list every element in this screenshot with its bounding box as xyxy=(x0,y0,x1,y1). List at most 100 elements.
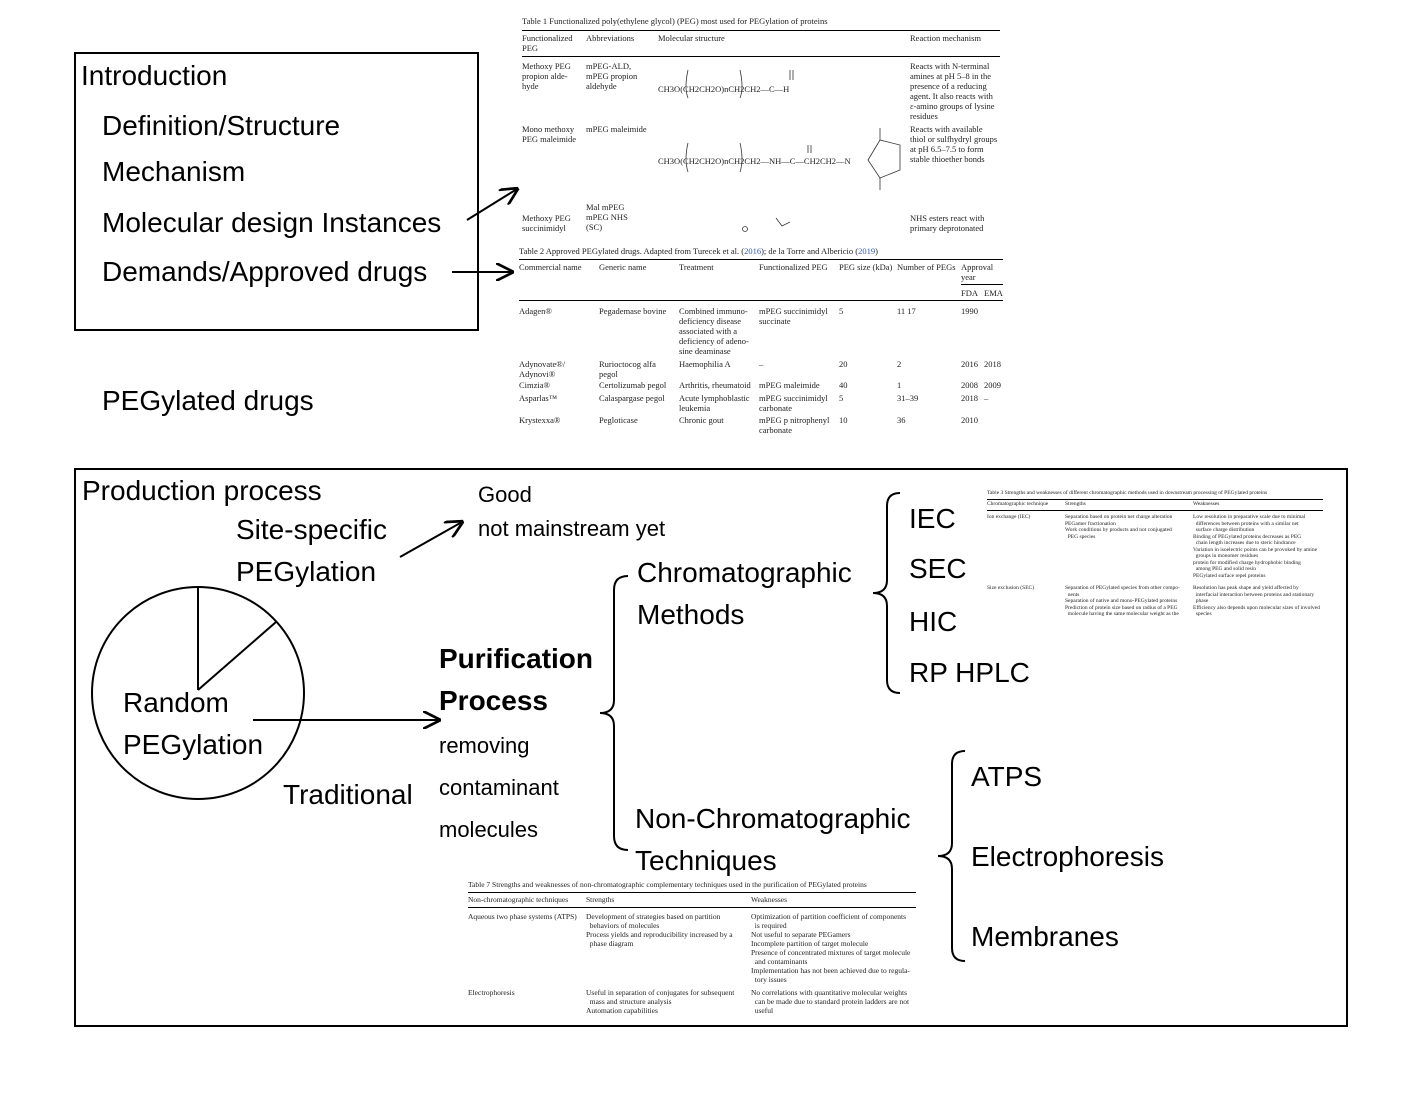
table-2-cell: 20 xyxy=(839,359,848,369)
table-1-caption: Table 1 Functionalized poly(ethylene gly… xyxy=(522,16,828,26)
table-3-rule xyxy=(987,510,1323,511)
table-2-cell: 2016 xyxy=(961,359,978,369)
table-7-cell: No correlations with quantitative molecu… xyxy=(751,988,910,1015)
table-3-cell: Ion exchange (IEC) xyxy=(987,514,1031,520)
table-1-cell: Methoxy PEG succinimidyl xyxy=(522,213,571,233)
pegylated-drugs-label: PEGylated drugs xyxy=(102,385,314,416)
table-2-cell: Combined immuno-deficiency disease assoc… xyxy=(679,306,749,356)
table-2-cell: Cimzia® xyxy=(519,380,551,390)
table-1-structure: CH3O(CH2CH2O)nCH2CH2—NH—C—CH2CH2—N xyxy=(658,156,851,166)
table-2-cell: 2 xyxy=(897,359,902,369)
chrom-method-sec: SEC xyxy=(909,553,967,584)
table-2: Table 2 Approved PEGylated drugs. Adapte… xyxy=(519,246,1005,438)
table-2-cell: 2010 xyxy=(961,415,978,425)
table-1: Table 1 Functionalized poly(ethylene gly… xyxy=(522,16,1002,236)
pie-slice-line xyxy=(197,621,277,691)
table-2-cell: Acute lymphoblastic leukemia xyxy=(679,393,750,413)
table-1-cell: Methoxy PEG propion alde-hyde xyxy=(522,61,571,91)
table-3-header: Strengths xyxy=(1065,501,1086,507)
table-1-cell: mPEG-ALD, mPEG propion aldehyde xyxy=(586,61,638,91)
table-3-header: Chromatographic technique xyxy=(987,501,1049,507)
table-2-cell: Adynovate®/ Adynovi® xyxy=(519,359,566,379)
table-7-rule xyxy=(468,892,916,893)
chromatographic-brace xyxy=(872,492,901,694)
table-2-cell: Calaspargase pegol xyxy=(599,393,665,403)
table-2-caption-text: Table 2 Approved PEGylated drugs. Adapte… xyxy=(519,246,745,256)
table-3-header: Weaknesses xyxy=(1193,501,1220,507)
table-2-cell: 2018 xyxy=(961,393,978,403)
table-2-cell: 31–39 xyxy=(897,393,919,403)
table-2-header: Number of PEGs xyxy=(897,262,956,272)
purification-brace xyxy=(599,575,629,851)
table-2-cell: 2018 xyxy=(984,359,1001,369)
table-2-caption-ref[interactable]: 2019 xyxy=(858,246,876,256)
table-3: Table 3 Strengths and weaknesses of diff… xyxy=(987,490,1323,622)
table-2-cell: Pegloticase xyxy=(599,415,638,425)
table-7-caption: Table 7 Strengths and weaknesses of non-… xyxy=(468,880,867,889)
table-1-cell: Mal mPEG mPEG NHS (SC) xyxy=(586,202,628,232)
table-1-rule xyxy=(522,30,1000,31)
table-7-cell: Development of strategies based on parti… xyxy=(586,912,733,948)
table-2-header: Approval year xyxy=(961,262,994,282)
table-1-cell: NHS esters react with primary deprotonat… xyxy=(910,213,985,233)
non-chrom-method-electrophoresis: Electrophoresis xyxy=(971,841,1164,872)
table-2-cell: 1 xyxy=(897,380,902,390)
purification-sub: contaminant xyxy=(439,775,559,800)
table-1-header: Functionalized PEG xyxy=(522,33,573,53)
table-2-header: Functionalized PEG xyxy=(759,262,828,272)
chrom-method-hic: HIC xyxy=(909,606,958,637)
production-box xyxy=(74,468,1348,1027)
table-2-caption-ref[interactable]: 2016 xyxy=(744,246,762,256)
table-2-caption-text: ); de la Torre and Albericio ( xyxy=(761,246,859,256)
chrom-method-rphplc: RP HPLC xyxy=(909,657,1030,688)
table-3-cell: Resolution has peak shape and yield affe… xyxy=(1193,585,1320,617)
table-2-subheader: FDA xyxy=(961,288,979,298)
table-2-cell: 11 17 xyxy=(897,306,916,316)
table-2-caption: Table 2 Approved PEGylated drugs. Adapte… xyxy=(519,246,878,256)
arrow-to-table-1 xyxy=(466,189,517,221)
table-2-cell: Arthritis, rheumatoid xyxy=(679,380,751,390)
table-3-rule xyxy=(987,499,1323,500)
table-2-cell: mPEG succinimidyl carbonate xyxy=(759,393,828,413)
table-2-cell: Krystexxa® xyxy=(519,415,561,425)
table-7-header: Non-chromatographic techniques xyxy=(468,895,569,904)
table-2-cell: Asparlas™ xyxy=(519,393,558,403)
table-2-rule xyxy=(519,300,1003,301)
table-7-cell: Aqueous two phase systems (ATPS) xyxy=(468,912,577,921)
table-3-cell: Separation of PEGylated species from oth… xyxy=(1065,585,1180,617)
purification-label: Purification xyxy=(439,643,594,674)
table-2-cell: mPEG maleimide xyxy=(759,380,820,390)
table-2-cell: Pegademase bovine xyxy=(599,306,667,316)
intro-item-molecular-design: Molecular design Instances xyxy=(102,207,442,238)
table-2-rule xyxy=(519,259,1003,260)
non-chromatographic-label: Techniques xyxy=(635,845,777,876)
table-2-cell: 40 xyxy=(839,380,848,390)
table-2-cell: 1990 xyxy=(961,306,978,316)
table-2-cell: 5 xyxy=(839,306,844,316)
table-1-header: Abbreviations xyxy=(586,33,635,43)
table-1-header: Molecular structure xyxy=(658,33,725,43)
non-chromatographic-label: Non-Chromatographic xyxy=(635,803,911,834)
table-1-cell: Mono methoxy PEG maleimide xyxy=(522,124,577,144)
table-2-caption-text: ) xyxy=(875,246,878,256)
table-1-header: Reaction mechanism xyxy=(910,33,982,43)
non-chrom-method-atps: ATPS xyxy=(971,761,1043,792)
table-2-cell: 5 xyxy=(839,393,844,403)
table-3-cell: Size exclusion (SEC) xyxy=(987,585,1035,591)
intro-item-mechanism: Mechanism xyxy=(102,156,246,187)
purification-sub: molecules xyxy=(439,817,539,842)
site-specific-label: PEGylation xyxy=(236,556,377,587)
table-1-cell: mPEG maleimide xyxy=(586,124,647,134)
table-1-structure-marks xyxy=(685,69,901,232)
table-7: Table 7 Strengths and weaknesses of non-… xyxy=(468,880,916,1016)
table-2-cell: Adagen® xyxy=(519,306,552,316)
table-7-header: Strengths xyxy=(586,895,615,904)
table-2-rule xyxy=(961,284,1003,285)
introduction-box xyxy=(74,52,479,331)
table-2-cell: Haemophilia A xyxy=(679,359,731,369)
table-7-cell: Electrophoresis xyxy=(468,988,515,997)
table-7-header: Weaknesses xyxy=(751,895,788,904)
table-2-header: Generic name xyxy=(599,262,647,272)
site-specific-label: Site-specific xyxy=(236,514,387,545)
table-2-cell: Certolizumab pegol xyxy=(599,380,667,390)
